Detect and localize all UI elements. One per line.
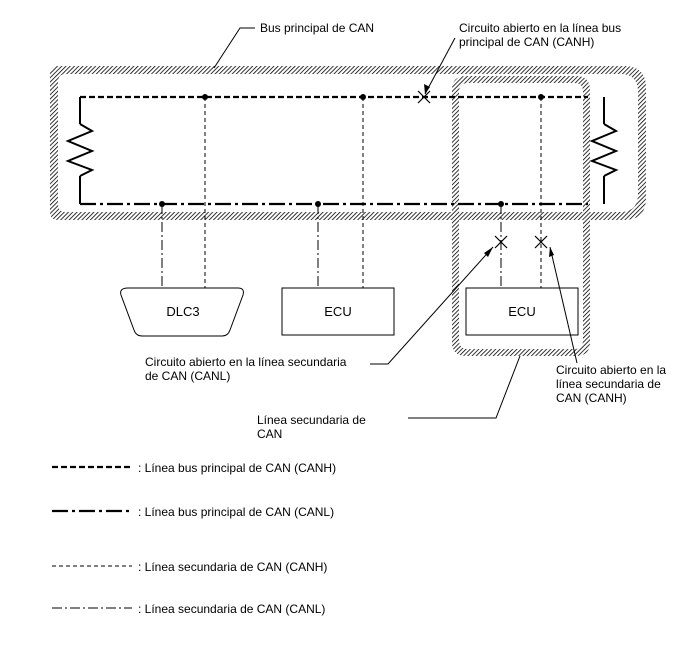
legend-label-branch-canh: : Línea secundaria de CAN (CANH)	[138, 560, 328, 574]
main-bus-enclosure	[50, 66, 646, 220]
label-open-canl-branch: Circuito abierto en la línea secundaria …	[145, 355, 347, 383]
label-bus-principal: Bus principal de CAN	[260, 21, 375, 35]
label-open-canh-main: Circuito abierto en la línea bus princip…	[459, 21, 622, 49]
ecu-middle-box	[281, 287, 395, 336]
arrowheads	[424, 84, 554, 257]
right-terminating-resistor	[589, 97, 619, 204]
ecu-right-label: ECU	[508, 304, 536, 319]
legend-label-branch-canl: : Línea secundaria de CAN (CANL)	[138, 602, 326, 616]
legend-label-bus-canh: : Línea bus principal de CAN (CANH)	[138, 461, 337, 475]
open-circuit-marks	[417, 90, 548, 249]
label-open-canh-branch: Circuito abierto en la línea secundaria …	[556, 363, 667, 405]
junction-dots	[159, 94, 544, 207]
legend-label-bus-canl: : Línea bus principal de CAN (CANL)	[138, 505, 335, 519]
left-terminating-resistor	[65, 97, 95, 204]
ecu-middle-label: ECU	[324, 304, 352, 319]
dlc3-label: DLC3	[166, 304, 200, 319]
leader-lines	[213, 27, 578, 419]
branch-canl-lines	[161, 204, 502, 292]
branch-canh-lines	[204, 97, 542, 292]
ecu-right-box	[465, 287, 579, 336]
dlc3-connector	[120, 287, 244, 337]
legend-samples	[52, 465, 132, 609]
label-branch-line: Línea secundaria de CAN	[257, 413, 366, 441]
